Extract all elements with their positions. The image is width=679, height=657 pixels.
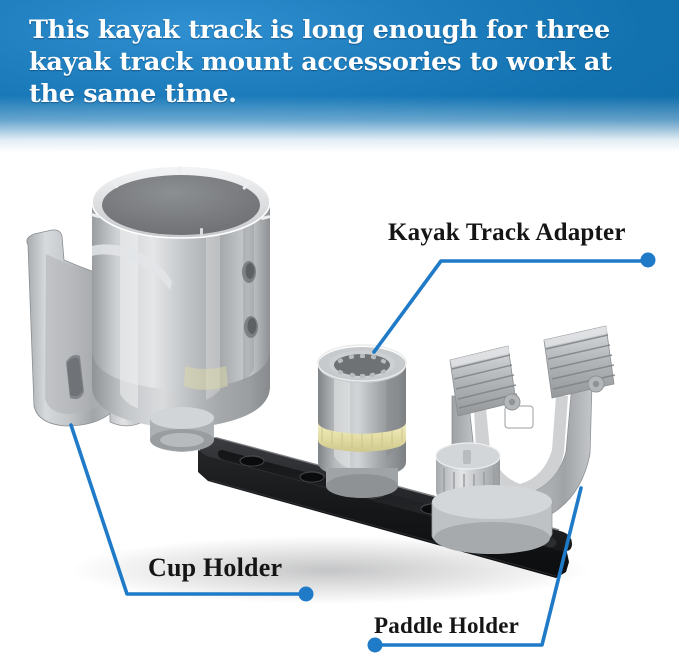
paddle-grip-pad-right: [543, 325, 616, 399]
callout-label-paddle-holder: Paddle Holder: [374, 613, 520, 638]
cup-holder-component: [26, 165, 271, 452]
adapter-accent-ring: [318, 422, 406, 452]
paddle-grip-pad-left: [449, 345, 518, 417]
header-headline: This kayak track is long enough for thre…: [29, 15, 621, 109]
paddle-holder-component: [431, 325, 616, 554]
cup-rim-notches: [91, 166, 271, 236]
cup-mount-holes: [242, 261, 258, 338]
adapter-spline-teeth: [337, 354, 387, 378]
header-banner: This kayak track is long enough for thre…: [0, 0, 679, 152]
callout-label-kayak-track-adapter: Kayak Track Adapter: [388, 219, 626, 246]
kayak-track-adapter-component: [317, 344, 407, 498]
callout-label-cup-holder: Cup Holder: [148, 553, 283, 582]
